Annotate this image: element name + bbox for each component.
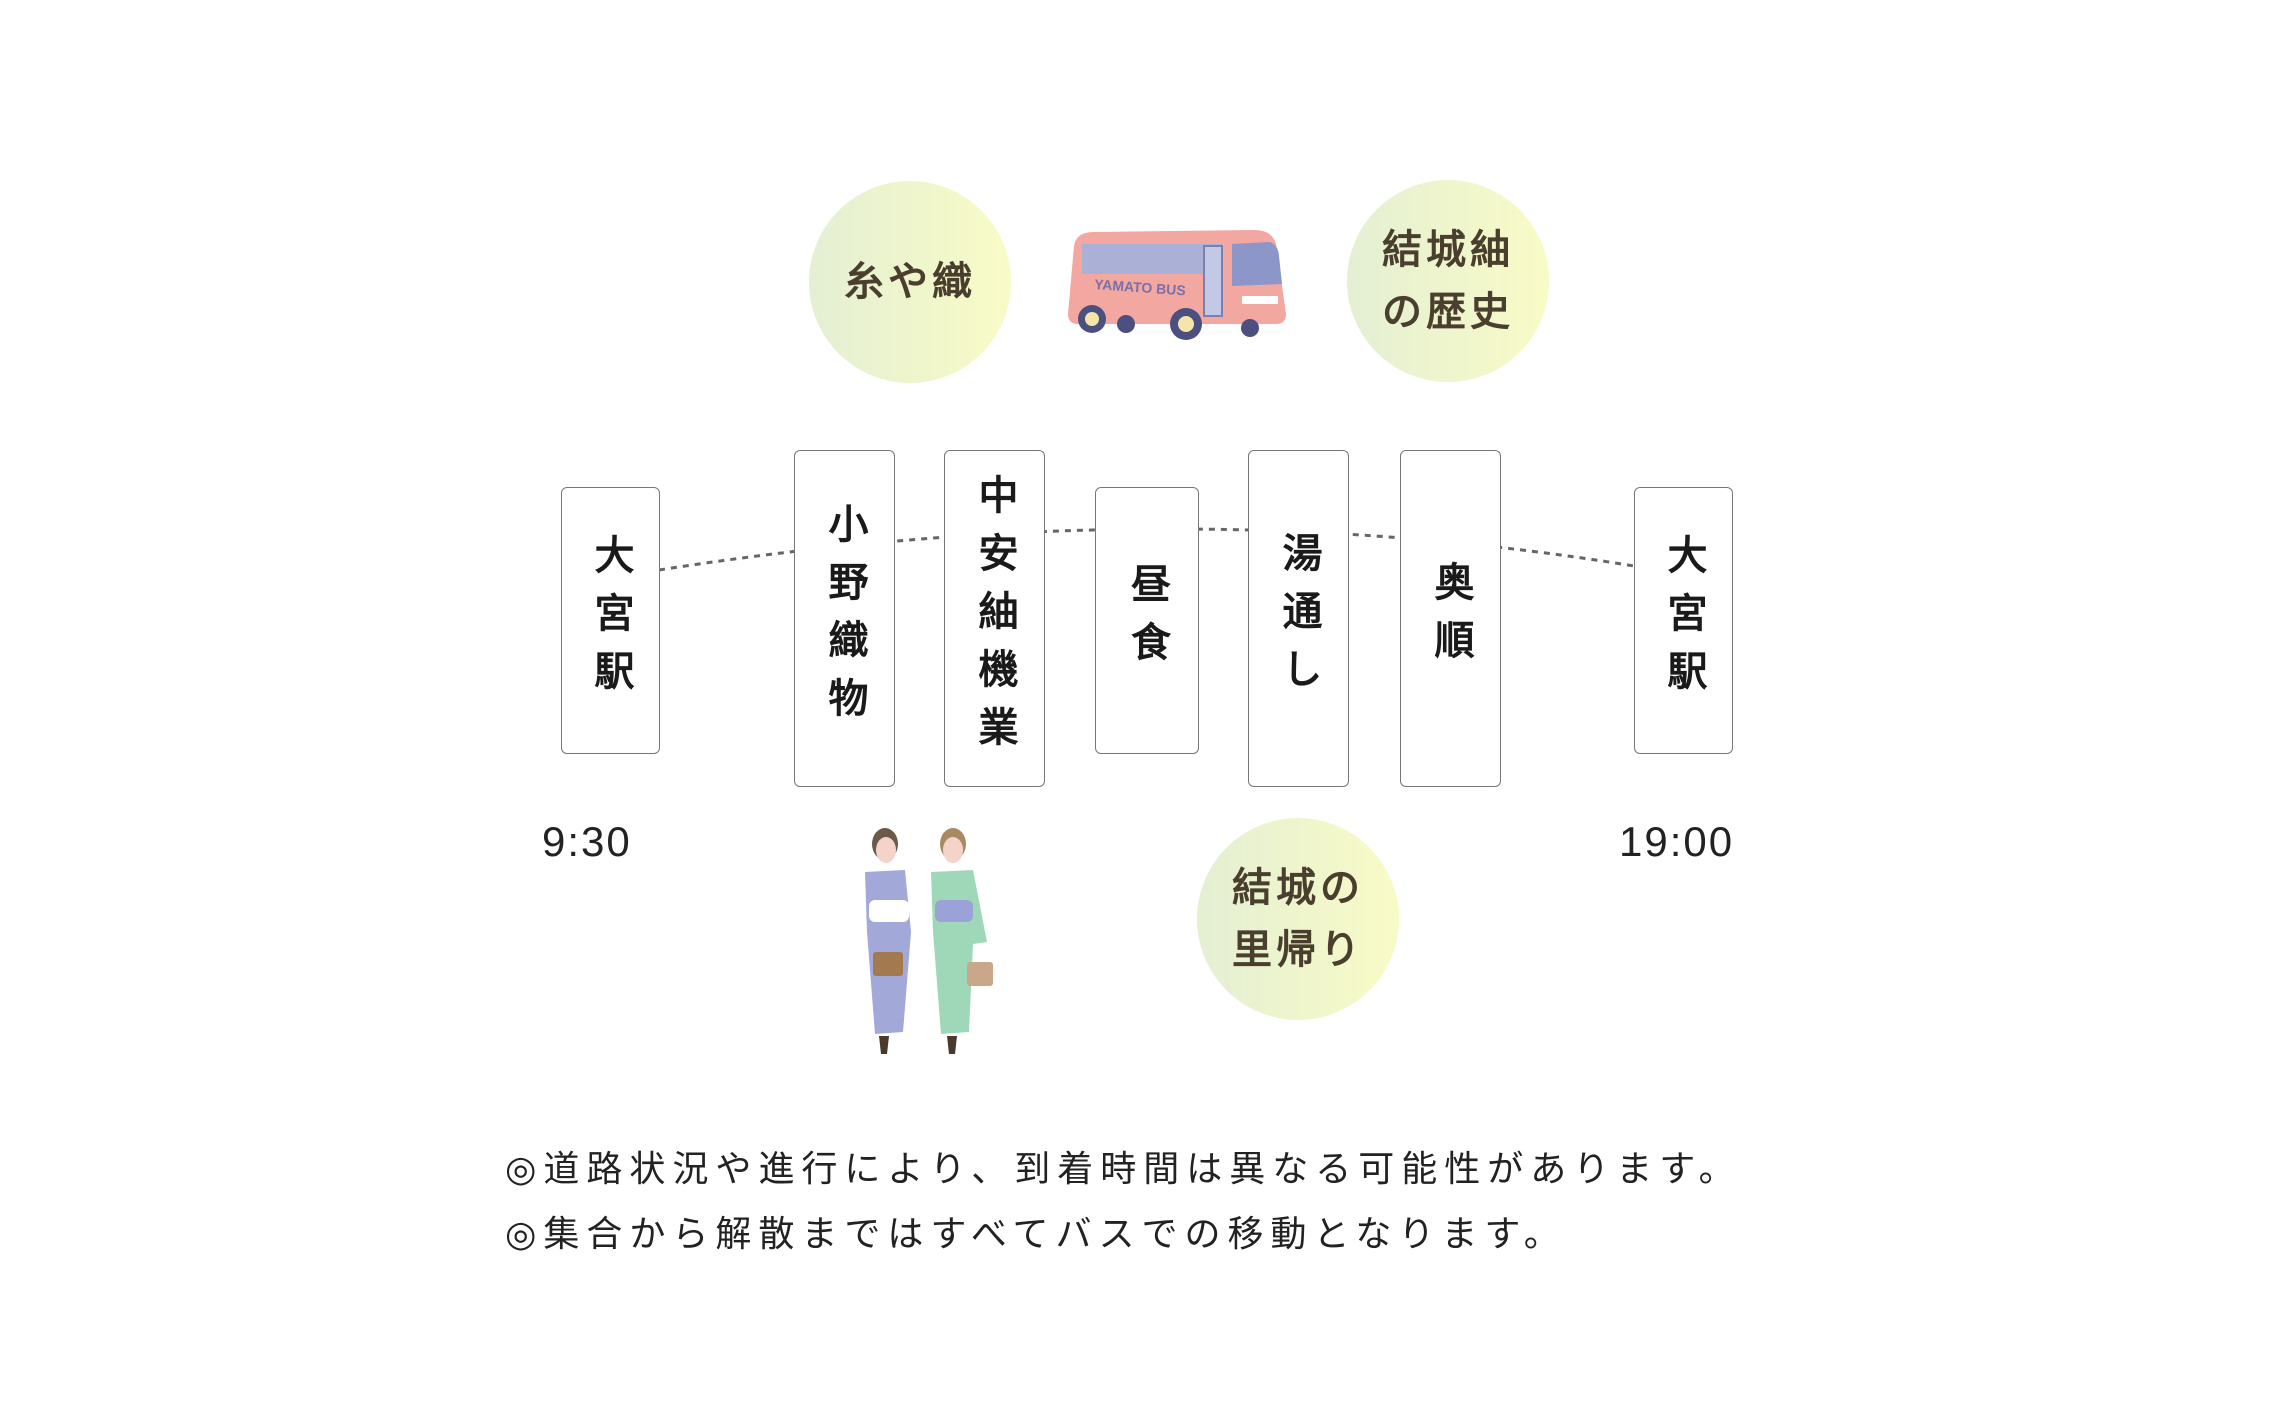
stop-label: 大宮駅 [587, 533, 634, 708]
stop-yudoshi: 湯通し [1248, 450, 1349, 787]
stop-label: 湯通し [1275, 531, 1322, 706]
bus-illustration: YAMATO BUS [1068, 230, 1286, 340]
start-time: 9:30 [542, 818, 632, 865]
stop-ono-orimono: 小野織物 [794, 450, 895, 787]
note-bus-travel: ◎集合から解散まではすべてバスでの移動となります。 [505, 1214, 1567, 1255]
stop-omiya-station-start: 大宮駅 [561, 487, 660, 754]
bubble-text: 糸や織 [844, 259, 976, 305]
stop-label: 小野織物 [821, 502, 868, 735]
stop-okujun: 奥順 [1400, 450, 1501, 787]
bubble-text: 結城の [1232, 865, 1364, 911]
bubble-yuki-homecoming: 結城の 里帰り [1197, 818, 1399, 1020]
kimono-women-illustration [865, 828, 993, 1054]
note-arrival-time: ◎道路状況や進行により、到着時間は異なる可能性があります。 [505, 1149, 1742, 1190]
bubble-ito-ya-ori: 糸や織 [809, 181, 1011, 383]
bus-label: YAMATO BUS [1094, 276, 1186, 298]
stop-lunch: 昼食 [1095, 487, 1199, 754]
stop-label: 大宮駅 [1660, 533, 1707, 708]
stop-omiya-station-end: 大宮駅 [1634, 487, 1733, 754]
bubble-text: の歴史 [1382, 289, 1514, 335]
stop-label: 奥順 [1427, 560, 1474, 677]
end-time: 19:00 [1619, 818, 1735, 865]
bubble-text: 結城紬 [1382, 227, 1514, 273]
stop-label: 中安紬機業 [971, 473, 1018, 764]
bubble-text: 里帰り [1232, 927, 1364, 973]
bubble-yuki-tsumugi-history: 結城紬 の歴史 [1347, 180, 1549, 382]
stop-label: 昼食 [1124, 562, 1170, 679]
stop-nakayasu-tsumugi: 中安紬機業 [944, 450, 1045, 787]
